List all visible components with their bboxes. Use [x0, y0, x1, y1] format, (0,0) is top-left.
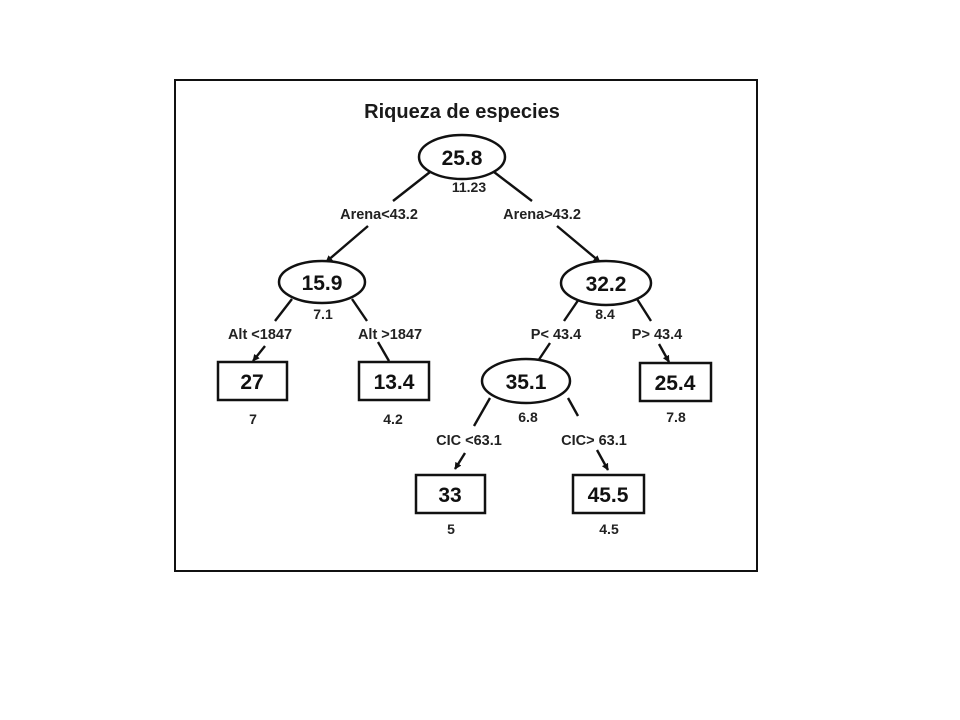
node-root-ellipse: [417, 133, 507, 181]
edge-left-lr-upper: [351, 298, 368, 322]
node-rlr-sub: 4.5: [599, 521, 619, 537]
edge-right-rl-lower: [537, 342, 551, 362]
edge-label-left-lr: Alt >1847: [358, 327, 422, 343]
node-rl-value: 35.1: [506, 371, 547, 394]
edge-rl-rlr-upper: [566, 397, 580, 417]
node-left-ellipse: [277, 259, 367, 305]
node-rr-sub: 7.8: [666, 409, 686, 425]
edge-label-rl-rlr: CIC> 63.1: [561, 433, 627, 449]
node-right-ellipse: [559, 259, 653, 307]
edge-left-ll-upper: [274, 298, 293, 322]
node-rr: 25.4 7.8: [638, 361, 713, 425]
node-rll: 33 5: [414, 473, 487, 537]
node-rll-value: 33: [438, 484, 461, 507]
node-root-sub: 11.23: [452, 179, 486, 195]
node-rlr-box: [571, 473, 646, 515]
diagram-title: Riqueza de especies: [364, 101, 560, 123]
edge-label-right-rl: P< 43.4: [531, 327, 581, 343]
edge-label-right-rr: P> 43.4: [632, 327, 682, 343]
edge-right-rr-arrow: [657, 343, 671, 363]
node-rl-sub: 6.8: [518, 409, 538, 425]
node-right-sub: 8.4: [595, 306, 615, 322]
edge-rl-rlr-arrow: [595, 449, 610, 471]
node-right-value: 32.2: [586, 273, 627, 296]
node-lr-value: 13.4: [374, 371, 415, 394]
node-ll: 27 7: [216, 360, 289, 427]
node-root: 25.8 11.23: [417, 133, 507, 195]
edge-rl-rll-upper: [472, 397, 492, 427]
node-rlr: 45.5 4.5: [571, 473, 646, 537]
node-ll-value: 27: [240, 371, 263, 394]
node-rl-ellipse: [480, 357, 572, 405]
diagram-frame: [174, 79, 758, 572]
edge-right-rr-upper: [635, 298, 653, 322]
node-rlr-value: 45.5: [588, 484, 629, 507]
edge-label-root-left: Arena<43.2: [340, 207, 418, 223]
node-left: 15.9 7.1: [277, 259, 367, 322]
edge-rl-rll-arrow: [453, 452, 467, 470]
node-rl: 35.1 6.8: [480, 357, 572, 425]
node-rr-value: 25.4: [655, 372, 696, 395]
node-rll-sub: 5: [447, 521, 455, 537]
node-ll-sub: 7: [249, 411, 257, 427]
edge-root-left-upper: [392, 171, 431, 202]
node-left-value: 15.9: [302, 272, 343, 295]
node-left-sub: 7.1: [313, 306, 333, 322]
edge-left-lr-lower: [376, 341, 391, 362]
edge-root-right-arrow: [556, 225, 601, 263]
node-rll-box: [414, 473, 487, 515]
node-rr-box: [638, 361, 713, 403]
tree-edges: [252, 171, 671, 471]
edge-labels: Arena<43.2 Arena>43.2 Alt <1847 Alt >184…: [228, 207, 682, 449]
node-right: 32.2 8.4: [559, 259, 653, 322]
edge-label-root-right: Arena>43.2: [503, 207, 581, 223]
edge-left-ll-arrow: [252, 345, 266, 362]
edge-root-right-upper: [493, 171, 533, 202]
node-ll-box: [216, 360, 289, 402]
edge-label-rl-rll: CIC <63.1: [436, 433, 502, 449]
node-lr: 13.4 4.2: [357, 360, 431, 427]
edge-right-rl-upper: [563, 298, 580, 322]
node-lr-box: [357, 360, 431, 402]
node-lr-sub: 4.2: [383, 411, 403, 427]
node-root-value: 25.8: [442, 147, 483, 170]
edge-label-left-ll: Alt <1847: [228, 327, 292, 343]
edge-root-left-arrow: [325, 225, 369, 263]
